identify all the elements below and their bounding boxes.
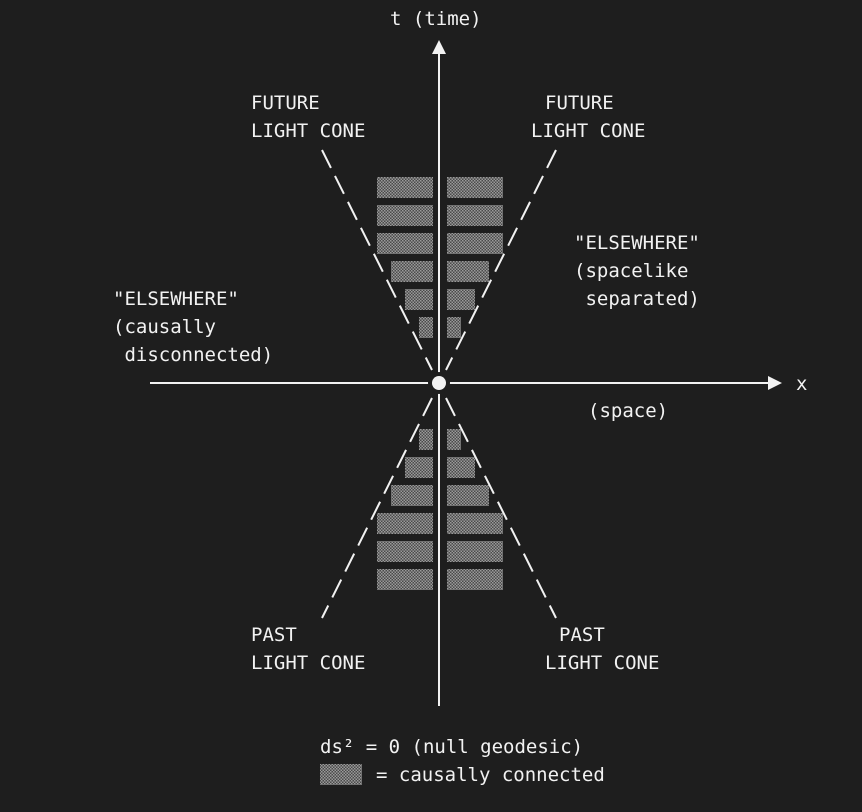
origin-event-dot — [432, 376, 446, 390]
legend-shade-swatch — [320, 764, 362, 785]
time-axis-arrowhead — [432, 40, 446, 54]
past-cone-right-line — [445, 397, 557, 619]
space-axis-label: (space) — [588, 400, 668, 422]
future-causal-region — [377, 177, 503, 338]
space-axis-arrowhead — [768, 376, 782, 390]
future-right-label-line1: FUTURE — [545, 92, 614, 114]
past-cone-left-line — [321, 397, 433, 619]
elsewhere-right-label-line3: separated) — [574, 288, 700, 310]
past-right-label-line1: PAST — [559, 624, 605, 646]
x-axis-label: x — [796, 373, 807, 395]
elsewhere-left-label-line2: (causally — [113, 316, 216, 338]
elsewhere-left-label-line1: "ELSEWHERE" — [113, 288, 239, 310]
future-cone-left-line — [321, 149, 433, 371]
elsewhere-right-label-line2: (spacelike — [574, 260, 688, 282]
past-left-label-line1: PAST — [251, 624, 297, 646]
legend-causal-label: = causally connected — [376, 764, 605, 786]
future-right-label-line2: LIGHT CONE — [531, 120, 645, 142]
elsewhere-right-label-line1: "ELSEWHERE" — [574, 232, 700, 254]
future-cone-right-line — [445, 149, 557, 371]
future-left-label-line1: FUTURE — [251, 92, 320, 114]
legend-null-geodesic: ds² = 0 (null geodesic) — [320, 736, 583, 758]
future-left-label-line2: LIGHT CONE — [251, 120, 365, 142]
past-left-label-line2: LIGHT CONE — [251, 652, 365, 674]
past-right-label-line2: LIGHT CONE — [545, 652, 659, 674]
elsewhere-left-label-line3: disconnected) — [113, 344, 273, 366]
time-axis-label: t (time) — [390, 8, 482, 30]
past-causal-region — [377, 429, 503, 590]
